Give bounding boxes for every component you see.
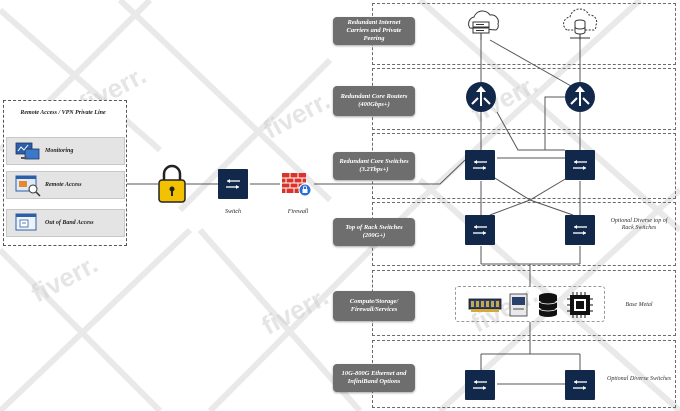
switch-caption: Switch (225, 209, 241, 215)
note-fabric: Optional Diverse Switches (607, 376, 671, 382)
label-internet: Redundant Internet Carriers and Private … (333, 17, 415, 45)
remote-access-icon (15, 175, 41, 197)
tor-switch-icon (565, 215, 595, 245)
core-switch-icon (565, 150, 595, 180)
firewall-caption: Firewall (287, 209, 309, 215)
remote-item-remote-access[interactable]: Remote Access (6, 171, 125, 199)
remote-access-title: Remote Access / VPN Private Line (20, 110, 106, 116)
label-fabric: 10G-800G Ethernet and InfiniBand Options (333, 364, 415, 392)
label-compute: Compute/Storage/ Firewall/Services (333, 291, 415, 321)
monitoring-icon (15, 142, 40, 160)
edge-switch-icon (218, 169, 248, 199)
remote-item-label: Out of Band Access (45, 220, 94, 226)
label-core-routers: Redundant Core Routers (400Gbps+) (333, 86, 415, 116)
out-of-band-icon (15, 213, 37, 231)
core-switch-icon (465, 150, 495, 180)
remote-item-out-of-band[interactable]: Out of Band Access (6, 209, 125, 237)
label-core-switches: Redundant Core Switches (3.2Tbps+) (333, 152, 415, 180)
note-tor: Optional Diverse top of Rack Switches (610, 218, 668, 231)
note-compute: Base Metal (625, 302, 653, 308)
fabric-switch-icon (565, 370, 595, 400)
label-tor: Top of Rack Switches (200G+) (333, 218, 415, 246)
remote-item-monitoring[interactable]: Monitoring (6, 137, 125, 165)
remote-item-label: Remote Access (45, 182, 82, 188)
tor-switch-icon (465, 215, 495, 245)
remote-item-label: Monitoring (45, 148, 74, 154)
compute-hardware-group (455, 286, 605, 322)
fabric-switch-icon (465, 370, 495, 400)
